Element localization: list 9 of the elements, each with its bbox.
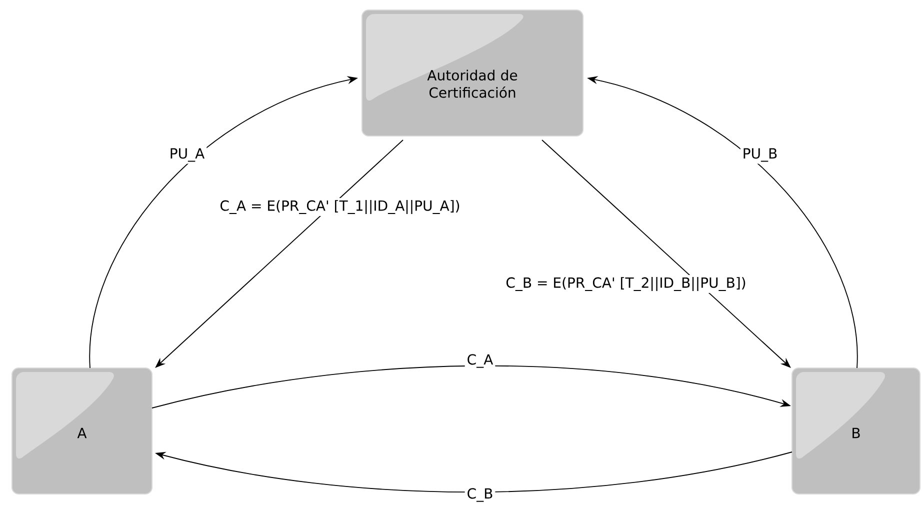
process-box: B (791, 367, 921, 495)
process-box: Autoridad de Certificación (361, 9, 584, 137)
edge-label: C_B (464, 486, 496, 504)
edge-label: PU_B (740, 146, 780, 164)
edge-label: PU_A (167, 146, 207, 164)
edge-label: C_B = E(PR_CA' [T_2||ID_B||PU_B]) (504, 275, 748, 293)
edge-label: C_A (464, 352, 496, 370)
edge-label: C_A = E(PR_CA' [T_1||ID_A||PU_A]) (218, 198, 462, 216)
process-box: A (11, 367, 153, 495)
